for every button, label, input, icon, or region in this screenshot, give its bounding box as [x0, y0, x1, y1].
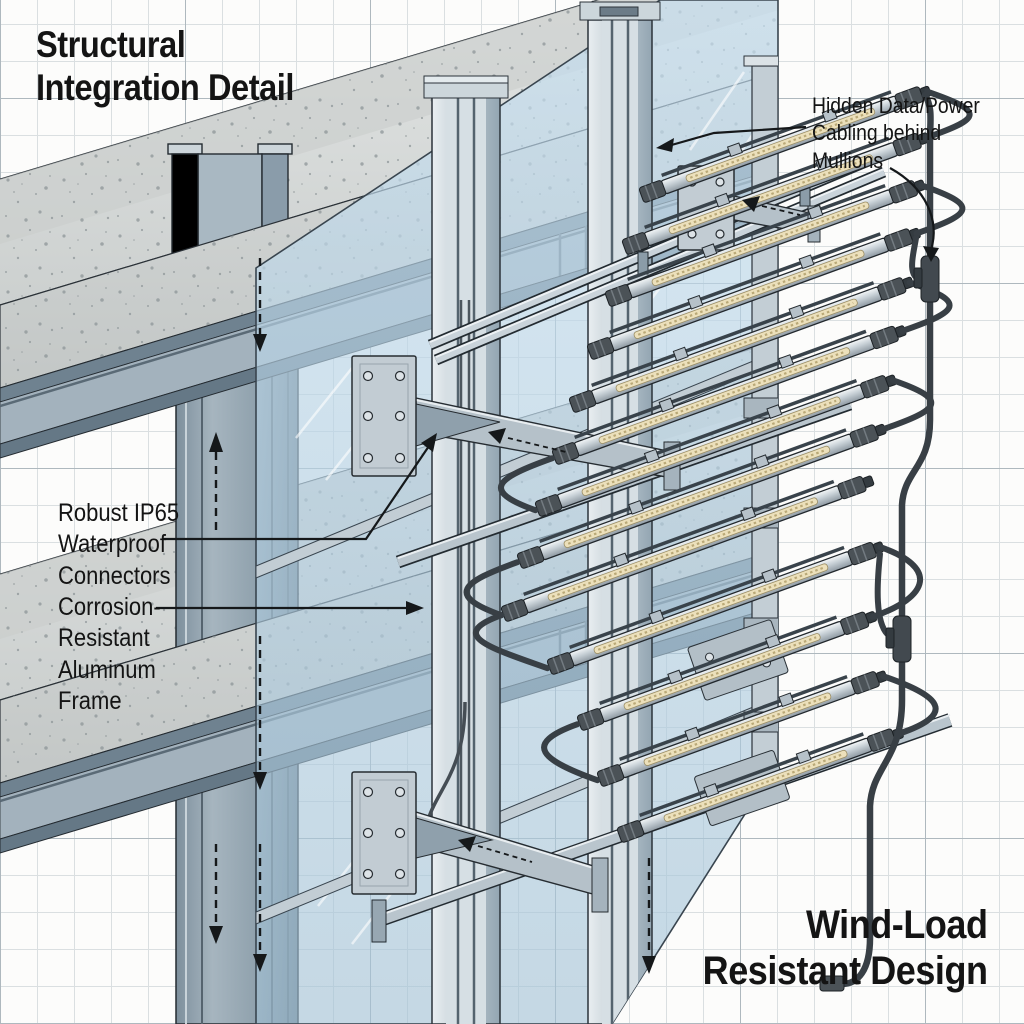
mounting-clamp [687, 294, 704, 310]
mounting-clamp [684, 726, 701, 742]
led-bar [576, 611, 877, 731]
mounting-clamp [815, 156, 832, 171]
annotation-line: Robust IP65 [58, 499, 180, 527]
leader-cabling-curved-arrow [889, 167, 935, 251]
cable-loop [922, 88, 973, 142]
mounting-clamp [740, 506, 757, 522]
waterproof-connector [840, 611, 870, 635]
mounting-clamp [714, 192, 731, 208]
caption-line: Resistant Design [703, 949, 988, 993]
annotation-frame: Corrosion- Resistant Aluminum Frame [58, 592, 161, 717]
annotation-line: Mullions [812, 147, 884, 173]
t-connector [913, 255, 940, 303]
led-bar-array [500, 85, 932, 843]
led-bar [546, 541, 885, 675]
led-bar [551, 325, 907, 465]
waterproof-connector [849, 424, 879, 448]
annotation-line: Corrosion- [58, 593, 161, 621]
mounting-clamp [761, 568, 778, 584]
annotation-connectors: Robust IP65 Waterproof Connectors [58, 498, 179, 592]
mounting-clamp [795, 749, 812, 765]
cable-loop [473, 612, 551, 672]
mounting-clamp [778, 354, 795, 369]
annotation-line: Resistant [58, 624, 150, 653]
page-title-line: Structural [36, 24, 186, 65]
leader-cabling [667, 125, 807, 148]
annotation-line: Cabling behind [812, 120, 942, 146]
annotation-cabling: Hidden Data/Power Cabling behind Mullion… [812, 92, 980, 174]
led-bar [516, 423, 887, 569]
mounting-clamp [701, 243, 718, 259]
mounting-clamp [613, 552, 630, 568]
load-path-arrows [209, 258, 656, 974]
led-bar [586, 227, 921, 360]
cable-loop [541, 721, 601, 784]
mounting-clamp [658, 397, 675, 413]
led-strip [663, 749, 848, 822]
t-connector [885, 615, 912, 663]
leader-connectors [162, 442, 432, 541]
mullion-conduit-cables [426, 300, 471, 850]
cable-end-connector [819, 975, 845, 992]
mounting-clamp [667, 669, 684, 685]
waterproof-connector [877, 277, 907, 301]
page-title-line: Integration Detail [36, 66, 295, 108]
mounting-clamp [643, 448, 660, 464]
led-bar [500, 475, 875, 622]
waterproof-connector [883, 228, 914, 252]
led-strip [668, 154, 874, 234]
bracket-arm-arrows [458, 196, 801, 863]
cable-loop [869, 544, 924, 620]
mounting-clamp [648, 609, 665, 625]
mounting-clamp [807, 204, 824, 220]
mounting-clamp [628, 499, 645, 515]
mounting-clamp [726, 142, 743, 158]
waterproof-connector [850, 671, 880, 695]
waterproof-connector [869, 325, 899, 350]
led-strip [563, 445, 831, 548]
mounting-clamp [821, 107, 838, 123]
annotation-line: Waterproof [58, 530, 167, 559]
page-title: Structural Integration Detail [36, 24, 294, 110]
waterproof-connector [860, 375, 890, 399]
mounting-clamp [703, 782, 720, 798]
mounting-clamp [766, 404, 783, 419]
led-bar [604, 179, 926, 307]
waterproof-connector [847, 542, 877, 566]
cable-loop [879, 377, 934, 433]
mounting-clamp [764, 633, 781, 649]
annotation-line: Hidden Data/Power [812, 93, 980, 118]
mounting-clamp [753, 454, 770, 470]
led-bar [534, 374, 897, 517]
cable-loop [498, 455, 556, 514]
waterproof-connector [888, 180, 918, 204]
led-bar [621, 132, 930, 255]
annotation-line: Connectors [58, 561, 171, 590]
led-bar [596, 670, 888, 787]
waterproof-connector [837, 476, 867, 500]
cable-loop [913, 182, 966, 237]
leader-lines [156, 125, 939, 615]
mounting-clamp [778, 692, 795, 708]
led-bar [616, 727, 904, 843]
mullion-left [423, 75, 509, 1024]
cable-loop [463, 559, 521, 619]
mounting-clamp [798, 254, 815, 270]
annotation-line: Aluminum [58, 655, 156, 684]
annotation-line: Frame [58, 686, 122, 715]
mounting-clamp [788, 304, 805, 320]
caption-line: Wind-Load [806, 903, 988, 947]
mounting-clamp [672, 346, 689, 362]
trunk-cable [819, 91, 940, 992]
led-bar [568, 276, 915, 413]
caption-wind-load: Wind-Load Resistant Design [703, 902, 988, 994]
